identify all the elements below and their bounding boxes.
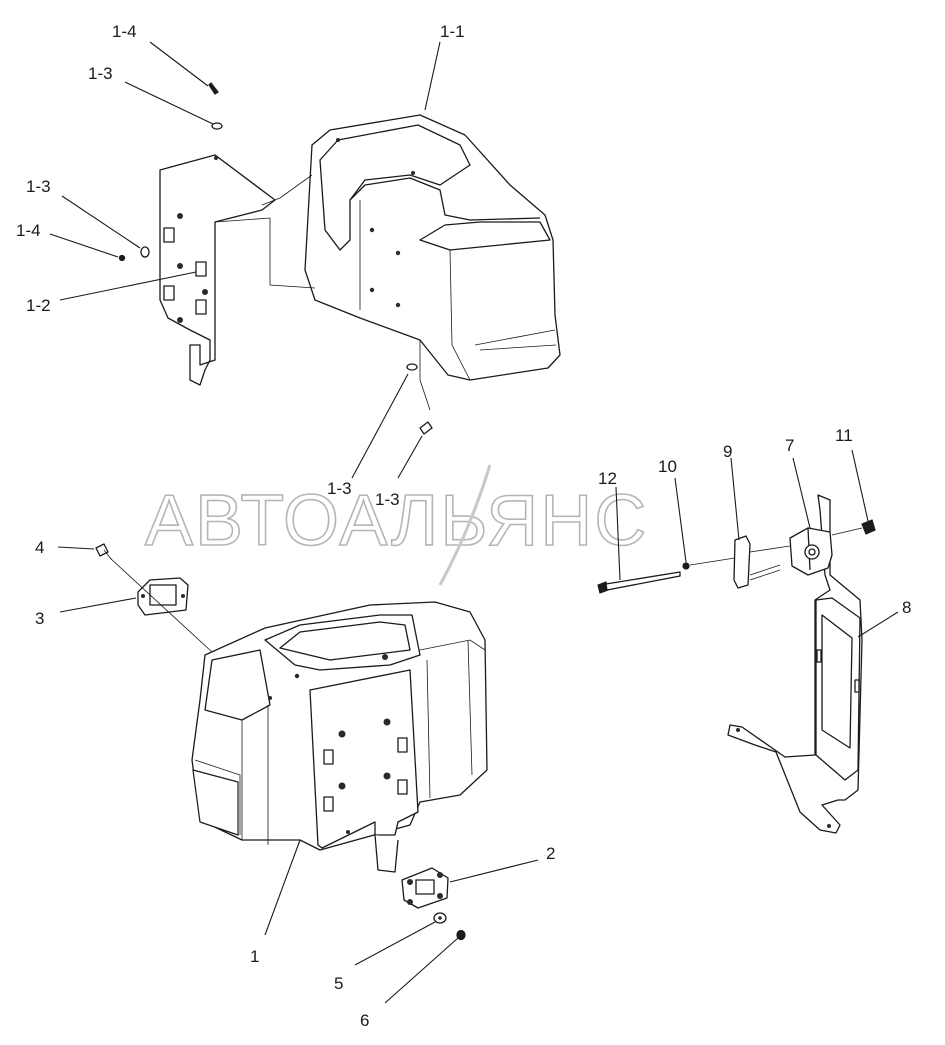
fasteners-upper <box>118 82 433 435</box>
bolt-11 <box>861 519 876 535</box>
watermark-text: АВТОАЛЬЯНС <box>145 481 648 561</box>
clamp-2 <box>401 867 449 909</box>
callout-1-4-left: 1-4 <box>16 221 41 240</box>
callout-1-1: 1-1 <box>440 22 465 41</box>
nut-6 <box>456 929 466 941</box>
bolt-4 <box>95 543 113 561</box>
callout-1-2: 1-2 <box>26 296 51 315</box>
callout-1-3-left: 1-3 <box>26 177 51 196</box>
callout-8: 8 <box>902 598 911 617</box>
callout-4: 4 <box>35 538 44 557</box>
bolt-12 <box>597 571 681 594</box>
callout-1: 1 <box>250 947 259 966</box>
watermark-swoosh <box>438 464 492 586</box>
clamp-7 <box>789 527 833 576</box>
bracket-1-2 <box>159 154 276 386</box>
projection-line-4 <box>109 557 213 653</box>
callout-1-3-top: 1-3 <box>88 64 113 83</box>
callout-3: 3 <box>35 609 44 628</box>
bracket-8 <box>727 494 863 834</box>
callout-10: 10 <box>658 457 677 476</box>
bracket-9 <box>733 535 781 589</box>
callout-7: 7 <box>785 436 794 455</box>
callout-11: 11 <box>835 426 853 445</box>
projection-lines-upper <box>214 174 431 411</box>
callout-1-3-mid-a: 1-3 <box>327 479 352 498</box>
callout-labels: 1-4 1-3 1-1 1-3 1-4 1-2 1-3 1-3 4 3 1 2 … <box>16 22 911 1030</box>
callout-12: 12 <box>598 469 617 488</box>
callout-9: 9 <box>723 442 732 461</box>
washer-10 <box>682 562 690 570</box>
washer-5 <box>433 912 447 924</box>
callout-1-3-mid-b: 1-3 <box>375 490 400 509</box>
callout-5: 5 <box>334 974 343 993</box>
plate-3 <box>137 577 189 616</box>
cover-1-1 <box>304 114 561 381</box>
leader-lines <box>49 41 899 1004</box>
callout-2: 2 <box>546 844 555 863</box>
mount-plate-lower <box>309 669 419 873</box>
callout-1-4-top: 1-4 <box>112 22 137 41</box>
projection-line-right <box>689 527 863 566</box>
callout-6: 6 <box>360 1011 369 1030</box>
